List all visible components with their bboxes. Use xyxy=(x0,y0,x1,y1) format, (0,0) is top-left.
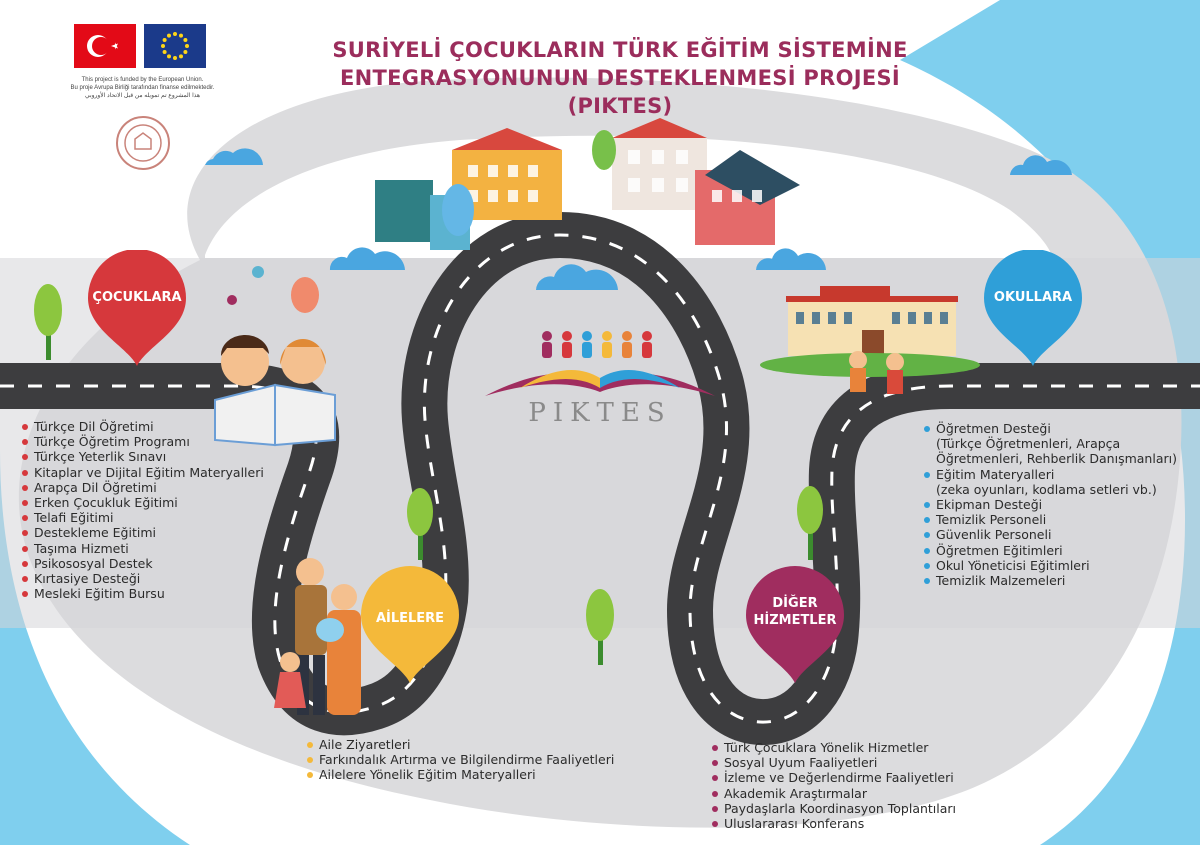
list-item: Uluslararası Konferans xyxy=(710,816,956,831)
list-item: Farkındalık Artırma ve Bilgilendirme Faa… xyxy=(305,752,614,767)
pin-diger-line2: HİZMETLER xyxy=(753,613,837,628)
list-item: Türkçe Öğretim Programı xyxy=(20,434,264,449)
list-item: Psikososyal Destek xyxy=(20,556,264,571)
list-item-note: (zeka oyunları, kodlama setleri vb.) xyxy=(936,481,1157,497)
pin-okullara: OKULLARA xyxy=(978,249,1088,370)
list-item: Öğretmen Eğitimleri xyxy=(922,543,1177,558)
list-item: Kırtasiye Desteği xyxy=(20,571,264,586)
list-item-note: Öğretmenleri, Rehberlik Danışmanları) xyxy=(936,451,1177,467)
list-ailelere: Aile Ziyaretleri Farkındalık Artırma ve … xyxy=(305,737,614,783)
list-okullara: Öğretmen Desteği (Türkçe Öğretmenleri, A… xyxy=(922,421,1177,588)
list-item-note: (Türkçe Öğretmenleri, Arapça xyxy=(936,436,1121,452)
pin-diger-line1: DİĞER xyxy=(772,596,818,611)
pin-cocuklara: ÇOCUKLARA xyxy=(82,249,192,370)
list-item: Erken Çocukluk Eğitimi xyxy=(20,495,264,510)
list-item: Arapça Dil Öğretimi xyxy=(20,480,264,495)
pin-diger-hizmetler: DİĞER HİZMETLER xyxy=(740,565,850,687)
page-title: SURİYELİ ÇOCUKLARIN TÜRK EĞİTİM SİSTEMİN… xyxy=(290,36,950,120)
pin-diger-label: DİĞER HİZMETLER xyxy=(740,595,850,629)
list-item: Aile Ziyaretleri xyxy=(305,737,614,752)
list-item: Öğretmen Desteği xyxy=(922,421,1177,436)
pin-ailelere: AİLELERE xyxy=(355,565,465,687)
list-item: İzleme ve Değerlendirme Faaliyetleri xyxy=(710,770,956,785)
list-item: Temizlik Malzemeleri xyxy=(922,573,1177,588)
list-item: Ailelere Yönelik Eğitim Materyalleri xyxy=(305,767,614,782)
list-item: Ekipman Desteği xyxy=(922,497,1177,512)
eu-funding-note: This project is funded by the European U… xyxy=(70,76,215,100)
list-item: Kitaplar ve Dijital Eğitim Materyalleri xyxy=(20,465,264,480)
ministry-seal-icon xyxy=(115,115,171,171)
piktes-logo-icon xyxy=(475,330,725,400)
eu-note-tr: Bu proje Avrupa Birliği tarafından finan… xyxy=(70,85,215,91)
eu-note-ar: هذا المشروع تم تمويله من قبل الاتحاد الأ… xyxy=(84,93,201,99)
list-item: Taşıma Hizmeti xyxy=(20,541,264,556)
list-item: Destekleme Eğitimi xyxy=(20,525,264,540)
list-item: Temizlik Personeli xyxy=(922,512,1177,527)
turkey-flag-icon xyxy=(74,24,136,68)
list-cocuklara: Türkçe Dil Öğretimi Türkçe Öğretim Progr… xyxy=(20,419,264,601)
list-item: Türk Çocuklara Yönelik Hizmetler xyxy=(710,740,956,755)
piktes-wordmark: PIKTES xyxy=(528,398,672,428)
pin-ailelere-label: AİLELERE xyxy=(375,611,445,626)
list-item: Akademik Araştırmalar xyxy=(710,786,956,801)
pin-okullara-label: OKULLARA xyxy=(993,290,1073,305)
list-item: Türkçe Yeterlik Sınavı xyxy=(20,449,264,464)
list-item: Güvenlik Personeli xyxy=(922,527,1177,542)
list-diger-hizmetler: Türk Çocuklara Yönelik Hizmetler Sosyal … xyxy=(710,740,956,831)
list-item: Eğitim Materyalleri xyxy=(922,467,1177,482)
pin-cocuklara-label: ÇOCUKLARA xyxy=(92,290,182,305)
title-line-1: SURİYELİ ÇOCUKLARIN TÜRK EĞİTİM SİSTEMİN… xyxy=(332,38,908,62)
list-item: Telafi Eğitimi xyxy=(20,510,264,525)
list-item: Türkçe Dil Öğretimi xyxy=(20,419,264,434)
list-item: Paydaşlarla Koordinasyon Toplantıları xyxy=(710,801,956,816)
list-item: Sosyal Uyum Faaliyetleri xyxy=(710,755,956,770)
list-item: Okul Yöneticisi Eğitimleri xyxy=(922,558,1177,573)
list-item: Mesleki Eğitim Bursu xyxy=(20,586,264,601)
eu-flag-icon xyxy=(144,24,206,68)
eu-note-en: This project is funded by the European U… xyxy=(81,77,204,83)
title-line-2: ENTEGRASYONUNUN DESTEKLENMESİ PROJESİ (P… xyxy=(339,66,901,118)
